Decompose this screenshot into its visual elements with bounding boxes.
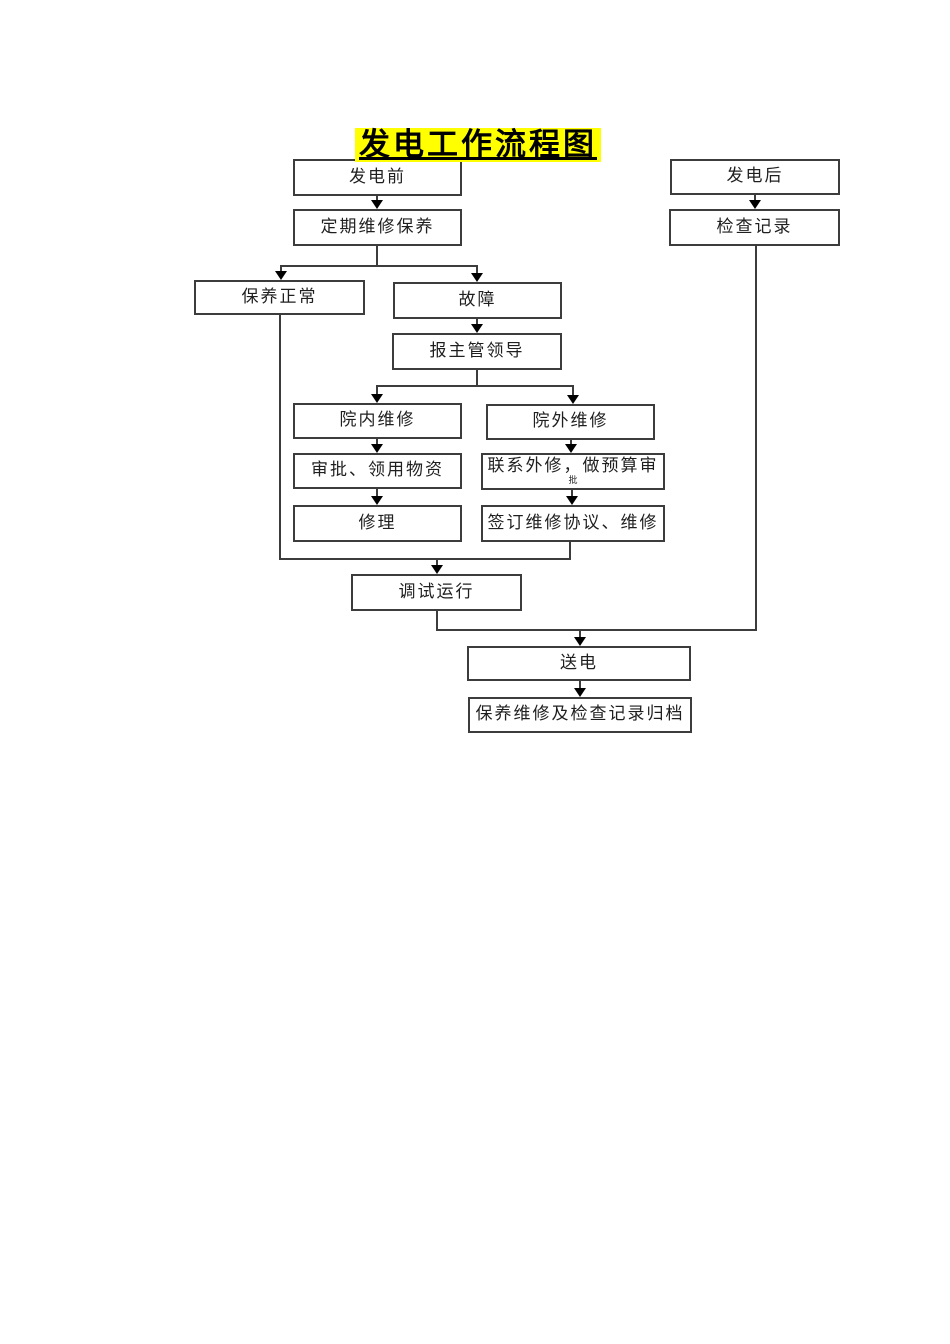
flow-node-power-on-label: 送电 — [560, 652, 598, 673]
connector-line — [476, 370, 478, 387]
connector-line — [436, 611, 438, 631]
flow-node-internal-repair: 院内维修 — [293, 403, 462, 439]
arrowhead-down-icon — [566, 496, 578, 505]
flow-node-contact-external: 联系外修，做预算审 批 — [481, 453, 665, 490]
flow-node-maintenance-normal-label: 保养正常 — [241, 286, 318, 307]
flow-node-test-run-label: 调试运行 — [398, 581, 475, 602]
connector-line — [569, 542, 571, 559]
connector-line — [436, 558, 438, 566]
connector-line — [579, 681, 581, 689]
flow-node-power-on: 送电 — [467, 646, 691, 681]
arrowhead-down-icon — [471, 324, 483, 333]
flow-node-maintenance-normal: 保养正常 — [194, 280, 365, 315]
flow-node-after-generation-label: 发电后 — [726, 166, 784, 187]
connector-line — [755, 246, 757, 631]
flow-node-report-supervisor-label: 报主管领导 — [429, 340, 525, 361]
connector-line — [476, 319, 478, 325]
flow-node-archive-records-label: 保养维修及检查记录归档 — [475, 704, 685, 725]
connector-line — [476, 265, 478, 274]
diagram-title: 发电工作流程图 — [355, 128, 601, 162]
connector-line — [571, 490, 573, 497]
flow-node-test-run: 调试运行 — [351, 574, 522, 611]
flow-node-approval-materials-label: 审批、领用物资 — [311, 460, 444, 481]
flow-node-contact-external-line2: 批 — [568, 476, 578, 487]
flow-node-sign-agreement-label: 签订维修协议、维修 — [487, 512, 659, 533]
arrowhead-down-icon — [275, 271, 287, 280]
flow-node-archive-records: 保养维修及检查记录归档 — [468, 697, 692, 733]
flow-node-inspection-record: 检查记录 — [669, 209, 840, 246]
connector-line — [376, 196, 378, 201]
arrowhead-down-icon — [371, 496, 383, 505]
flow-node-external-repair: 院外维修 — [486, 404, 655, 440]
connector-line — [376, 385, 574, 387]
flow-node-fault-label: 故障 — [458, 289, 497, 310]
flow-node-external-repair-label: 院外维修 — [532, 411, 609, 432]
arrowhead-down-icon — [371, 394, 383, 403]
arrowhead-down-icon — [431, 565, 443, 574]
connector-line — [579, 629, 581, 638]
flow-node-after-generation: 发电后 — [670, 159, 840, 195]
flow-node-repair-label: 修理 — [358, 512, 397, 533]
connector-line — [280, 265, 282, 272]
connector-line — [280, 265, 478, 267]
flow-node-before-generation-label: 发电前 — [349, 166, 406, 187]
connector-line — [754, 195, 756, 201]
connector-line — [279, 558, 571, 560]
arrowhead-down-icon — [565, 444, 577, 453]
arrowhead-down-icon — [371, 444, 383, 453]
connector-line — [376, 489, 378, 497]
flow-node-internal-repair-label: 院内维修 — [339, 410, 416, 431]
arrowhead-down-icon — [567, 395, 579, 404]
flow-node-regular-maintenance: 定期维修保养 — [293, 209, 462, 246]
connector-line — [376, 385, 378, 395]
flow-node-fault: 故障 — [393, 282, 562, 319]
connector-line — [570, 440, 572, 445]
connector-line — [572, 385, 574, 396]
flow-node-sign-agreement: 签订维修协议、维修 — [481, 505, 665, 542]
flow-node-report-supervisor: 报主管领导 — [392, 333, 562, 370]
arrowhead-down-icon — [574, 637, 586, 646]
arrowhead-down-icon — [749, 200, 761, 209]
flow-node-approval-materials: 审批、领用物资 — [293, 453, 462, 489]
flow-node-repair: 修理 — [293, 505, 462, 542]
connector-line — [376, 246, 378, 267]
flow-node-inspection-record-label: 检查记录 — [716, 216, 793, 237]
flow-node-before-generation: 发电前 — [293, 159, 462, 196]
connector-line — [279, 315, 281, 560]
arrowhead-down-icon — [471, 273, 483, 282]
arrowhead-down-icon — [574, 688, 586, 697]
flow-node-regular-maintenance-label: 定期维修保养 — [320, 216, 435, 237]
connector-line — [436, 629, 757, 631]
connector-line — [376, 439, 378, 445]
arrowhead-down-icon — [371, 200, 383, 209]
flow-node-contact-external-line1: 联系外修，做预算审 — [487, 455, 659, 476]
